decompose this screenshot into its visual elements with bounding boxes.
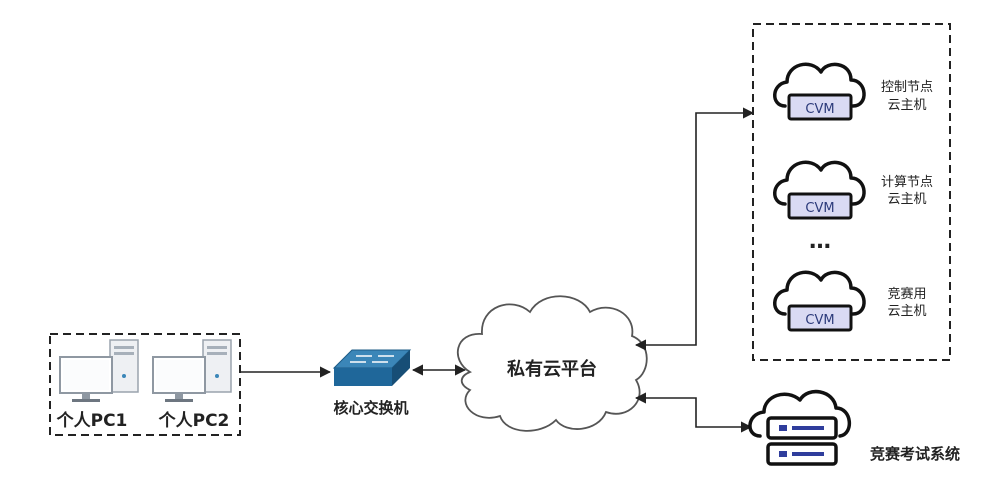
more-hosts-ellipsis: … <box>809 229 831 254</box>
cloud-to-exam-link <box>634 392 753 433</box>
exam-server-icon <box>748 389 851 466</box>
cvm-label: CVM <box>805 201 834 216</box>
host-title: 竞赛用 <box>887 286 926 302</box>
exam-system-label: 竞赛考试系统 <box>870 445 960 463</box>
cloud-platform-label: 私有云平台 <box>507 358 597 380</box>
cvm-badge <box>787 192 853 220</box>
switch-icon <box>332 349 412 386</box>
cvm-badge <box>787 93 853 121</box>
cloud-host-control: CVM 控制节点 云主机 <box>772 62 933 121</box>
cvm-label: CVM <box>805 313 834 328</box>
pc-group-box <box>49 333 241 436</box>
host-title: 控制节点 <box>881 80 933 95</box>
cloud-host-compute: CVM 计算节点 云主机 <box>772 160 933 220</box>
switch-label: 核心交换机 <box>333 399 408 417</box>
cloud-host-competition: CVM 竞赛用 云主机 <box>772 270 927 332</box>
pc2-icon <box>152 339 232 402</box>
private-cloud-shape <box>456 295 648 432</box>
cvm-label: CVM <box>805 102 834 117</box>
host-subtitle: 云主机 <box>887 98 926 113</box>
cvm-badge <box>787 304 853 332</box>
host-subtitle: 云主机 <box>887 192 926 207</box>
host-subtitle: 云主机 <box>887 304 926 319</box>
pc1-icon <box>59 339 139 402</box>
host-group-box <box>752 23 951 361</box>
host-title: 计算节点 <box>881 175 933 190</box>
pc2-label: 个人PC2 <box>158 410 230 431</box>
cloud-to-hosts-link <box>634 107 755 351</box>
pc1-label: 个人PC1 <box>56 410 128 431</box>
